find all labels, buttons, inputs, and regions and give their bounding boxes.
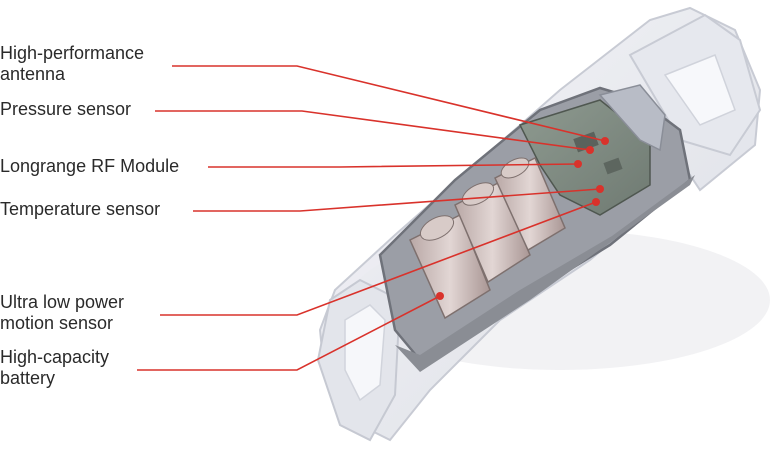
base-plate [395, 175, 695, 372]
label-antenna: High-performance antenna [0, 43, 145, 84]
callout-lines [137, 65, 606, 371]
dot-antenna [601, 137, 609, 145]
dot-motion [592, 198, 600, 206]
label-rf-module: Longrange RF Module [0, 156, 180, 176]
leader-temperature [193, 188, 601, 212]
battery-pack [409, 156, 566, 320]
dot-temperature [596, 185, 604, 193]
leader-antenna [172, 65, 606, 142]
dot-rf-module [574, 160, 582, 168]
rf-chip [573, 131, 599, 153]
leader-battery [137, 295, 441, 371]
label-pressure-sensor: Pressure sensor [0, 99, 132, 119]
label-motion-sensor: Ultra low power motion sensor [0, 292, 125, 333]
dot-pressure [586, 146, 594, 154]
label-temperature-sensor: Temperature sensor [0, 199, 161, 219]
antenna-block [598, 84, 666, 152]
leader-motion [160, 201, 597, 316]
dot-battery [436, 292, 444, 300]
leader-pressure [155, 110, 591, 151]
sensor-chip [603, 157, 623, 175]
strap-slot-top [663, 54, 736, 126]
label-battery: High-capacity battery [0, 347, 110, 388]
callout-dots [436, 137, 609, 300]
leader-rf-module [208, 163, 579, 168]
